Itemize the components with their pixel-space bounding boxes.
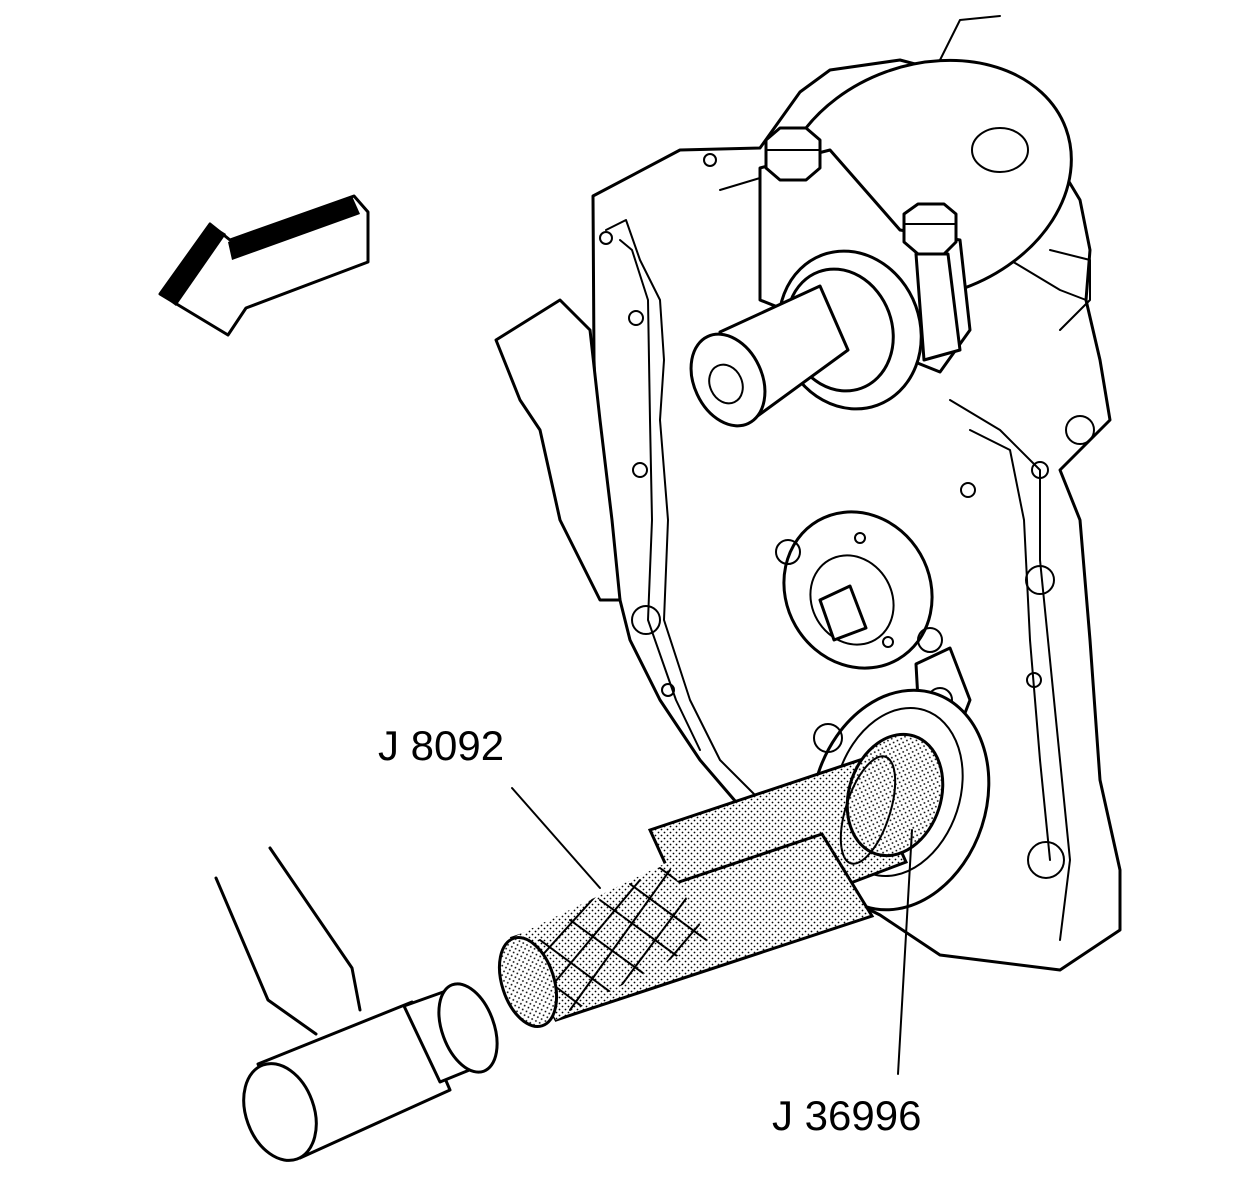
leader-line-j8092 (511, 787, 601, 889)
oil-pump-drive (775, 510, 972, 732)
cap-bolt-icon (764, 126, 822, 182)
hammer (214, 846, 499, 1162)
crankshaft-snout (689, 249, 923, 428)
cap-bolt-icon (902, 202, 962, 362)
label-j36996: J 36996 (772, 1092, 921, 1139)
leader-line-j36996 (897, 829, 913, 1075)
block-bolt-holes (599, 153, 1095, 879)
label-j8092: J 8092 (378, 722, 504, 769)
driver-handle-tool (497, 832, 875, 1028)
front-direction-arrow-icon (158, 194, 370, 337)
